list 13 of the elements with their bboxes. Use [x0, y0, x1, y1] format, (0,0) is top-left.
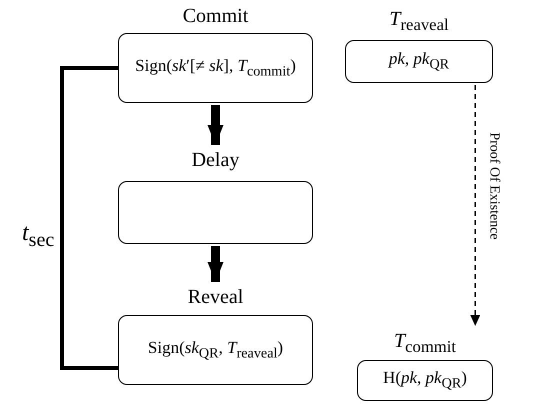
- time-label: t$_{sec}$: [22, 220, 54, 252]
- box-heading: Delay: [192, 148, 240, 173]
- box-heading: Reveal: [188, 285, 244, 310]
- formula-text: Sign(sk′[≠ sk], T$_{commit}$): [135, 56, 296, 80]
- arrow: [470, 85, 480, 326]
- box-heading: T$_{commit}$: [394, 329, 456, 358]
- formula-text: pk, pk$_{QR}$: [388, 49, 450, 74]
- arrow: [208, 105, 224, 145]
- box-heading: T$_{reaveal}$: [389, 7, 449, 36]
- formula-text: H(pk, pk$_{QR}$): [383, 368, 467, 393]
- arrow: [208, 246, 224, 282]
- formula-text: Sign(sk$_{QR}$, T$_{reaveal}$): [148, 338, 284, 362]
- box-heading: Commit: [182, 4, 248, 29]
